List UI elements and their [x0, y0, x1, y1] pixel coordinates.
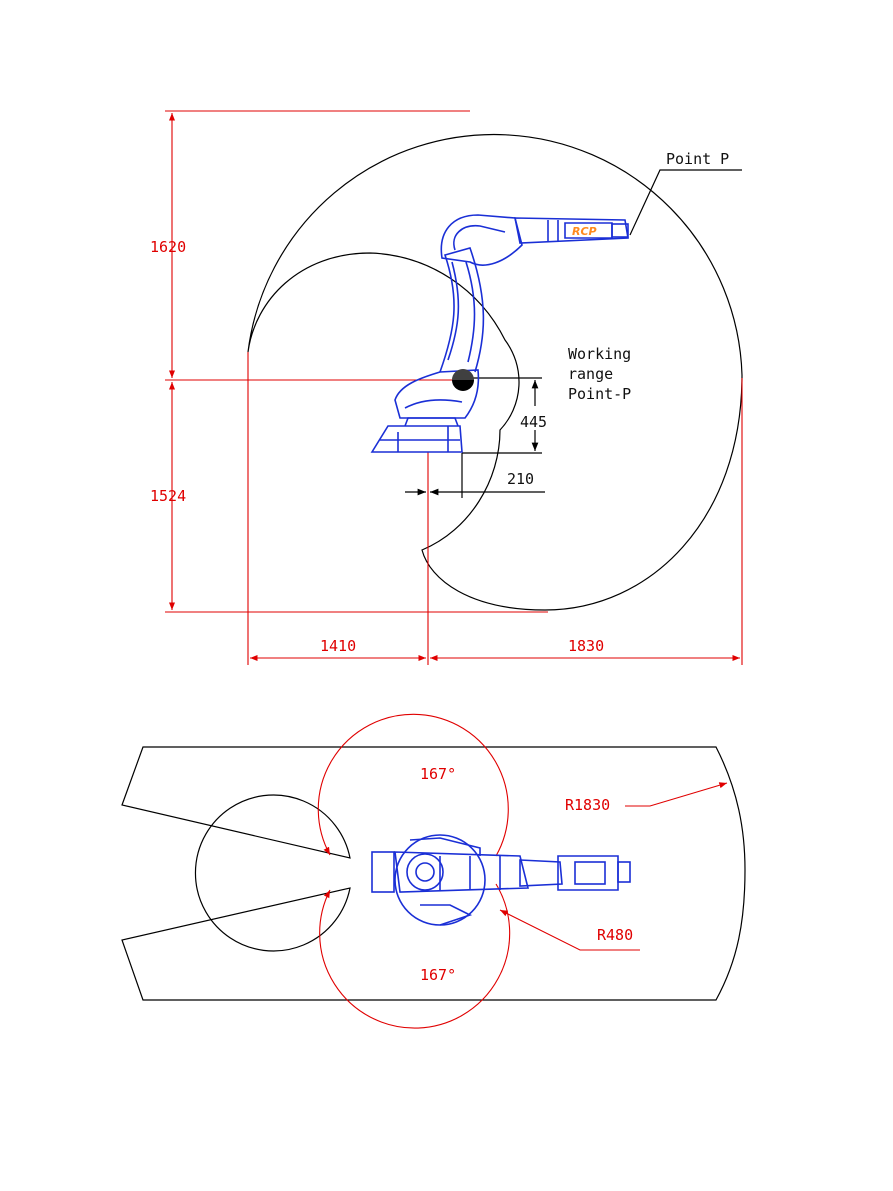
dim-label-445: 445	[520, 413, 547, 431]
robot-lower-arm	[439, 247, 485, 373]
radius-outer-leader	[625, 782, 728, 807]
dim-label-1620: 1620	[150, 238, 186, 256]
robot-wrist	[611, 223, 629, 238]
angle-label-lower: 167°	[420, 966, 456, 984]
robot-shoulder-housing	[394, 369, 480, 419]
dim-label-1830: 1830	[568, 637, 604, 655]
point-p-label: Point P	[666, 150, 729, 168]
dim-label-1410: 1410	[320, 637, 356, 655]
rotation-arc-upper	[317, 713, 509, 857]
radius-inner-leader	[499, 909, 640, 951]
radius-outer-label: R1830	[565, 796, 610, 814]
robot-joint-axis	[452, 369, 474, 391]
top-view: 167° 167° R1830 R480	[121, 713, 746, 1029]
robot-base	[370, 425, 463, 453]
angle-label-upper: 167°	[420, 765, 456, 783]
robot-top-forearm	[519, 859, 563, 887]
side-dimensions	[165, 110, 743, 665]
working-range-label: Working range Point-P	[568, 345, 640, 403]
robot-top-base	[371, 851, 395, 893]
working-range-line-2: range	[568, 365, 613, 383]
dim-label-1524: 1524	[150, 487, 186, 505]
top-working-envelope	[121, 746, 746, 1001]
robot-side-illustration: RCP	[370, 214, 629, 453]
side-view: 1620 1524 1410 1830 445 210 Point P Work…	[150, 110, 743, 665]
working-range-line-1: Working	[568, 345, 631, 363]
working-range-line-3: Point-P	[568, 385, 631, 403]
point-p-leader	[629, 169, 742, 236]
dim-label-210: 210	[507, 470, 534, 488]
offset-dimensions	[405, 377, 545, 498]
robot-top-arm	[394, 851, 530, 893]
robot-forearm	[514, 217, 629, 244]
robot-logo: RCP	[572, 225, 597, 238]
rotation-arc-lower	[319, 883, 511, 1029]
robot-top-wrist	[557, 855, 619, 891]
working-envelope-outline	[247, 133, 743, 611]
robot-top-illustration	[371, 834, 631, 926]
radius-inner-label: R480	[597, 926, 633, 944]
